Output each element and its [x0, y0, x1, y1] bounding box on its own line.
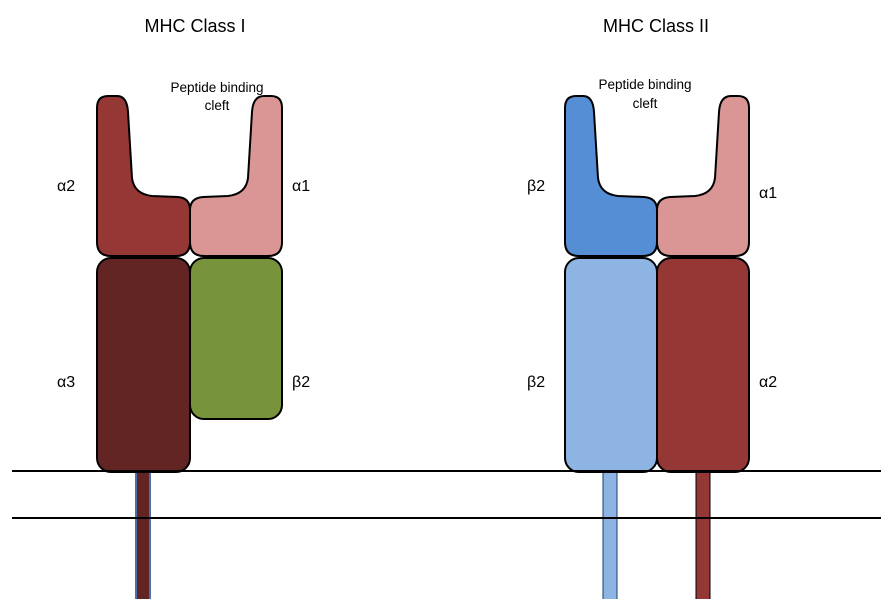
class-i-alpha2-domain — [96, 95, 191, 257]
class-ii-beta-top-domain — [564, 95, 658, 257]
class-ii-alpha1-domain — [656, 95, 750, 257]
class-i-alpha-tail — [135, 465, 151, 599]
class-ii-beta-tail — [602, 465, 618, 599]
class-i-title: MHC Class I — [144, 16, 245, 36]
class-i-alpha2-label: α2 — [57, 178, 75, 195]
class-i-alpha3-label: α3 — [57, 374, 75, 391]
class-ii-beta-bottom-domain — [564, 257, 658, 473]
class-i-cleft-label-line2: cleft — [205, 98, 230, 113]
class-ii-cleft-label-line2: cleft — [633, 96, 658, 111]
class-i-beta2-label: β2 — [292, 374, 310, 391]
class-ii-alpha2-domain — [656, 257, 750, 473]
class-ii-alpha-tail — [695, 465, 711, 599]
class-i-cleft-label-line1: Peptide binding — [170, 80, 263, 95]
class-i-alpha1-domain — [189, 95, 283, 257]
class-i-alpha1-label: α1 — [292, 178, 310, 195]
class-ii-beta2-top-label: β2 — [527, 178, 545, 195]
class-ii-cleft-label-line1: Peptide binding — [598, 77, 691, 92]
class-i-beta2-microglobulin — [189, 257, 283, 420]
class-ii-alpha1-label: α1 — [759, 185, 777, 202]
class-ii-beta2-bottom-label: β2 — [527, 374, 545, 391]
class-ii-alpha2-label: α2 — [759, 374, 777, 391]
class-ii-title: MHC Class II — [603, 16, 709, 36]
class-i-alpha3-domain — [96, 257, 191, 473]
